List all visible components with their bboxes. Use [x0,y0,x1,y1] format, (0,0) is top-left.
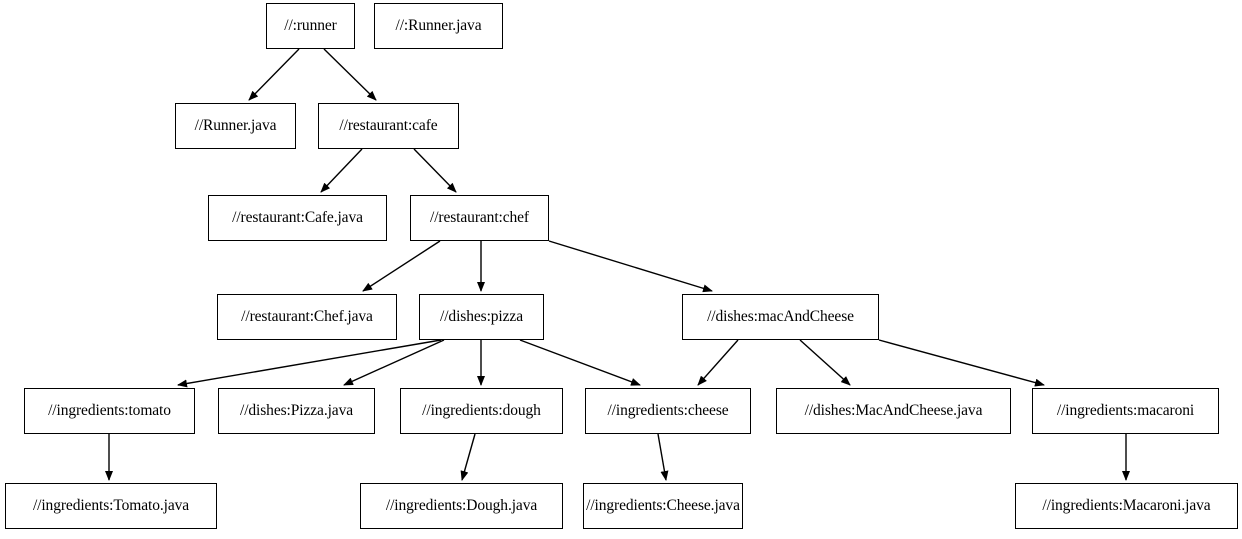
graph-edge-restaurant_cafe-to-restaurant_chef [413,148,457,193]
graph-node-macaroni_java[interactable]: //ingredients:Macaroni.java [1015,483,1238,529]
graph-edge-ing_cheese-to-cheese_java [657,433,669,481]
graph-node-restaurant_chef[interactable]: //restaurant:chef [410,195,549,241]
graph-edge-dishes_pizza-to-ing_tomato [177,339,442,388]
graph-node-cheese_java[interactable]: //ingredients:Cheese.java [583,483,743,529]
graph-node-tomato_java[interactable]: //ingredients:Tomato.java [5,483,217,529]
graph-node-restaurant_cafe[interactable]: //restaurant:cafe [318,103,459,149]
graph-node-label: //:runner [284,17,337,35]
graph-node-label: //Runner.java [194,117,277,135]
graph-node-ing_cheese[interactable]: //ingredients:cheese [585,388,751,434]
graph-edge-dishes_mac-to-mac_java [799,339,851,386]
graph-edge-dishes_pizza-to-pizza_java [343,339,445,386]
graph-node-label: //restaurant:Chef.java [241,308,373,326]
graph-node-dishes_mac[interactable]: //dishes:macAndCheese [682,294,879,340]
graph-node-chef_java[interactable]: //restaurant:Chef.java [217,294,397,340]
graph-node-dishes_pizza[interactable]: //dishes:pizza [419,294,544,340]
graph-node-label: //ingredients:Macaroni.java [1042,497,1211,515]
graph-node-ing_dough[interactable]: //ingredients:dough [400,388,563,434]
graph-edge-runner-to-runner_java [248,48,300,101]
graph-node-root_runner_java[interactable]: //:Runner.java [374,3,503,49]
graph-node-label: //dishes:MacAndCheese.java [804,402,983,420]
graph-edge-restaurant_chef-to-dishes_mac [548,240,713,293]
graph-node-label: //ingredients:tomato [48,402,171,420]
graph-node-label: //restaurant:Cafe.java [232,209,363,227]
graph-node-label: //restaurant:cafe [339,117,438,135]
graph-node-ing_tomato[interactable]: //ingredients:tomato [24,388,195,434]
graph-node-label: //dishes:Pizza.java [239,402,354,420]
graph-node-mac_java[interactable]: //dishes:MacAndCheese.java [776,388,1011,434]
graph-node-label: //ingredients:macaroni [1056,402,1195,420]
graph-node-label: //ingredients:Dough.java [385,497,538,515]
graph-node-pizza_java[interactable]: //dishes:Pizza.java [218,388,375,434]
graph-edge-dishes_pizza-to-ing_cheese [519,339,641,386]
graph-edge-dishes_mac-to-ing_macaroni [878,339,1045,387]
graph-node-runner[interactable]: //:runner [266,3,355,49]
graph-node-label: //dishes:macAndCheese [707,308,854,326]
graph-node-ing_macaroni[interactable]: //ingredients:macaroni [1032,388,1219,434]
graph-node-label: //:Runner.java [395,17,482,35]
graph-node-cafe_java[interactable]: //restaurant:Cafe.java [208,195,387,241]
graph-node-label: //ingredients:Cheese.java [586,497,740,515]
graph-edge-restaurant_chef-to-chef_java [362,240,441,292]
graph-edge-restaurant_cafe-to-cafe_java [320,148,363,193]
graph-node-label: //dishes:pizza [440,308,523,326]
graph-node-label: //ingredients:Tomato.java [32,497,190,515]
graph-edge-dishes_mac-to-ing_cheese [697,339,739,386]
graph-node-label: //ingredients:cheese [607,402,729,420]
graph-edge-runner-to-restaurant_cafe [323,48,377,101]
graph-node-dough_java[interactable]: //ingredients:Dough.java [360,483,563,529]
graph-node-runner_java[interactable]: //Runner.java [175,103,296,149]
graph-node-label: //restaurant:chef [430,209,529,227]
graph-node-label: //ingredients:dough [422,402,541,420]
graph-edge-ing_dough-to-dough_java [460,433,476,481]
